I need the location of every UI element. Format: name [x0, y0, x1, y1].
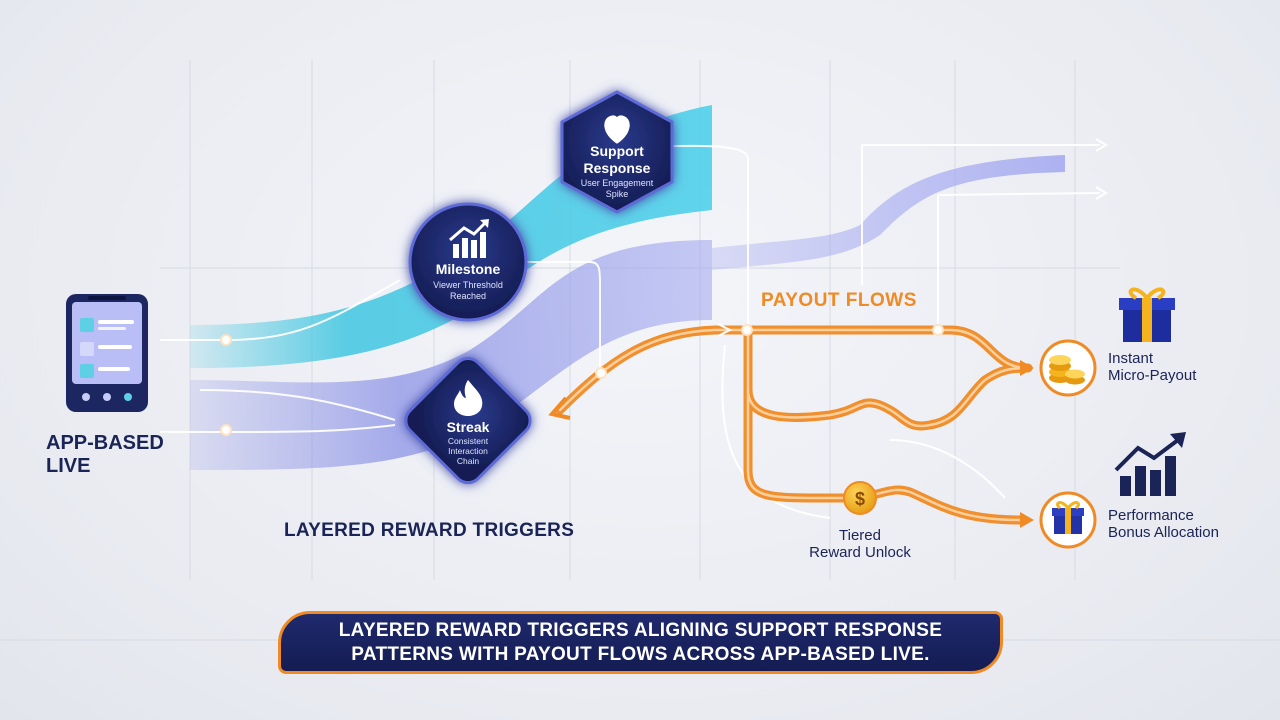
growth-chart-icon: [449, 219, 489, 258]
payout-arrow-left: [548, 396, 571, 420]
live-label: LIVE: [46, 455, 91, 477]
streak-sub-2: Interaction: [448, 446, 488, 456]
support-title-1: Support: [590, 143, 644, 159]
caption-banner: LAYERED REWARD TRIGGERS ALIGNING SUPPORT…: [278, 611, 1003, 674]
payout-flow-highlights: [558, 328, 1030, 522]
performance-label-2: Bonus Allocation: [1108, 524, 1219, 542]
phone-icon: [66, 294, 148, 412]
triggers-section-label: LAYERED REWARD TRIGGERS: [284, 520, 575, 541]
bonus-gift-icon: [1039, 491, 1097, 549]
support-title-2: Response: [584, 160, 651, 176]
payout-section-label: PAYOUT FLOWS: [761, 290, 917, 311]
milestone-sub-1: Viewer Threshold: [433, 280, 503, 290]
instant-label-2: Micro-Payout: [1108, 367, 1197, 385]
top-arrow-1: [1095, 138, 1108, 152]
support-sub-2: Spike: [606, 189, 629, 199]
payout-arrow-instant: [1020, 360, 1034, 376]
flame-icon: [454, 380, 483, 416]
app-based-live-label: APP-BASED LIVE: [46, 432, 164, 478]
dollar-coin-icon: $: [843, 481, 877, 515]
connector-lines: [160, 144, 1101, 519]
payout-arrow-performance: [1020, 512, 1034, 528]
payout-arrow-inbound: [717, 323, 733, 337]
tiered-reward-label: Tiered Reward Unlock: [790, 527, 930, 562]
instant-label-1: Instant: [1108, 350, 1154, 367]
svg-text:$: $: [855, 489, 865, 509]
top-arrow-2: [1095, 186, 1108, 200]
coin-stack-icon: [1039, 339, 1097, 397]
streak-flow-ribbon: [190, 240, 712, 470]
junction-dots: [220, 324, 944, 436]
upper-payout-ribbon: [712, 155, 1065, 270]
heart-icon: [604, 115, 630, 144]
support-sub-1: User Engagement: [581, 178, 654, 188]
caption-line-2: PATTERNS WITH PAYOUT FLOWS ACROSS APP-BA…: [351, 643, 930, 665]
streak-sub-3: Chain: [457, 456, 479, 466]
milestone-sub-2: Reached: [450, 291, 486, 301]
performance-bonus-label: Performance Bonus Allocation: [1108, 507, 1219, 542]
gift-box-icon: [1119, 287, 1175, 342]
tiered-label-1: Tiered: [839, 527, 881, 544]
milestone-title: Milestone: [436, 261, 501, 277]
support-response-node[interactable]: [560, 90, 674, 214]
milestone-node[interactable]: [408, 202, 528, 322]
caption-line-1: LAYERED REWARD TRIGGERS ALIGNING SUPPORT…: [338, 619, 943, 641]
streak-title: Streak: [447, 419, 490, 435]
tiered-label-2: Reward Unlock: [809, 544, 911, 562]
streak-sub-1: Consistent: [448, 436, 489, 446]
app-based-label: APP-BASED: [46, 432, 164, 454]
payout-flow-lines: [555, 325, 1033, 525]
performance-label-1: Performance: [1108, 507, 1194, 524]
streak-node[interactable]: [400, 353, 536, 489]
growth-bars-icon: [1114, 432, 1186, 496]
instant-payout-label: Instant Micro-Payout: [1108, 350, 1196, 385]
